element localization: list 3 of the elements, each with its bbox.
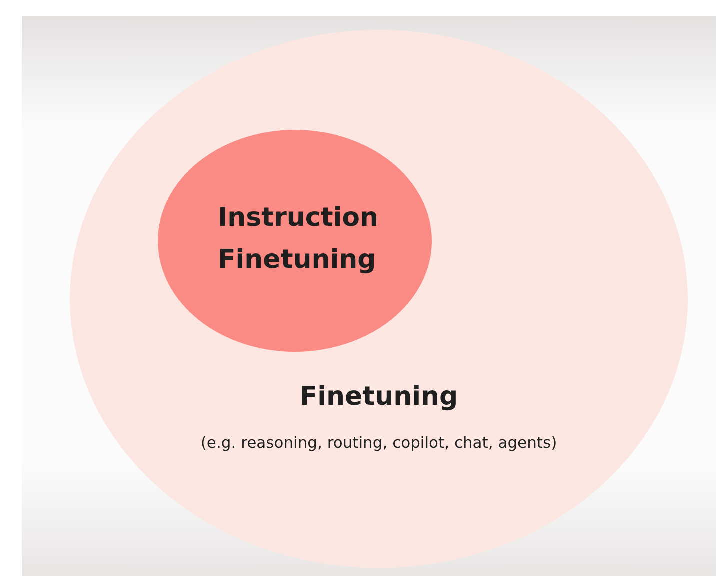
group-title: Finetuning [298, 382, 460, 412]
node-label: Instruction Finetuning [217, 202, 380, 277]
group-subtitle: (e.g. reasoning, routing, copilot, chat, agents) [200, 434, 558, 452]
